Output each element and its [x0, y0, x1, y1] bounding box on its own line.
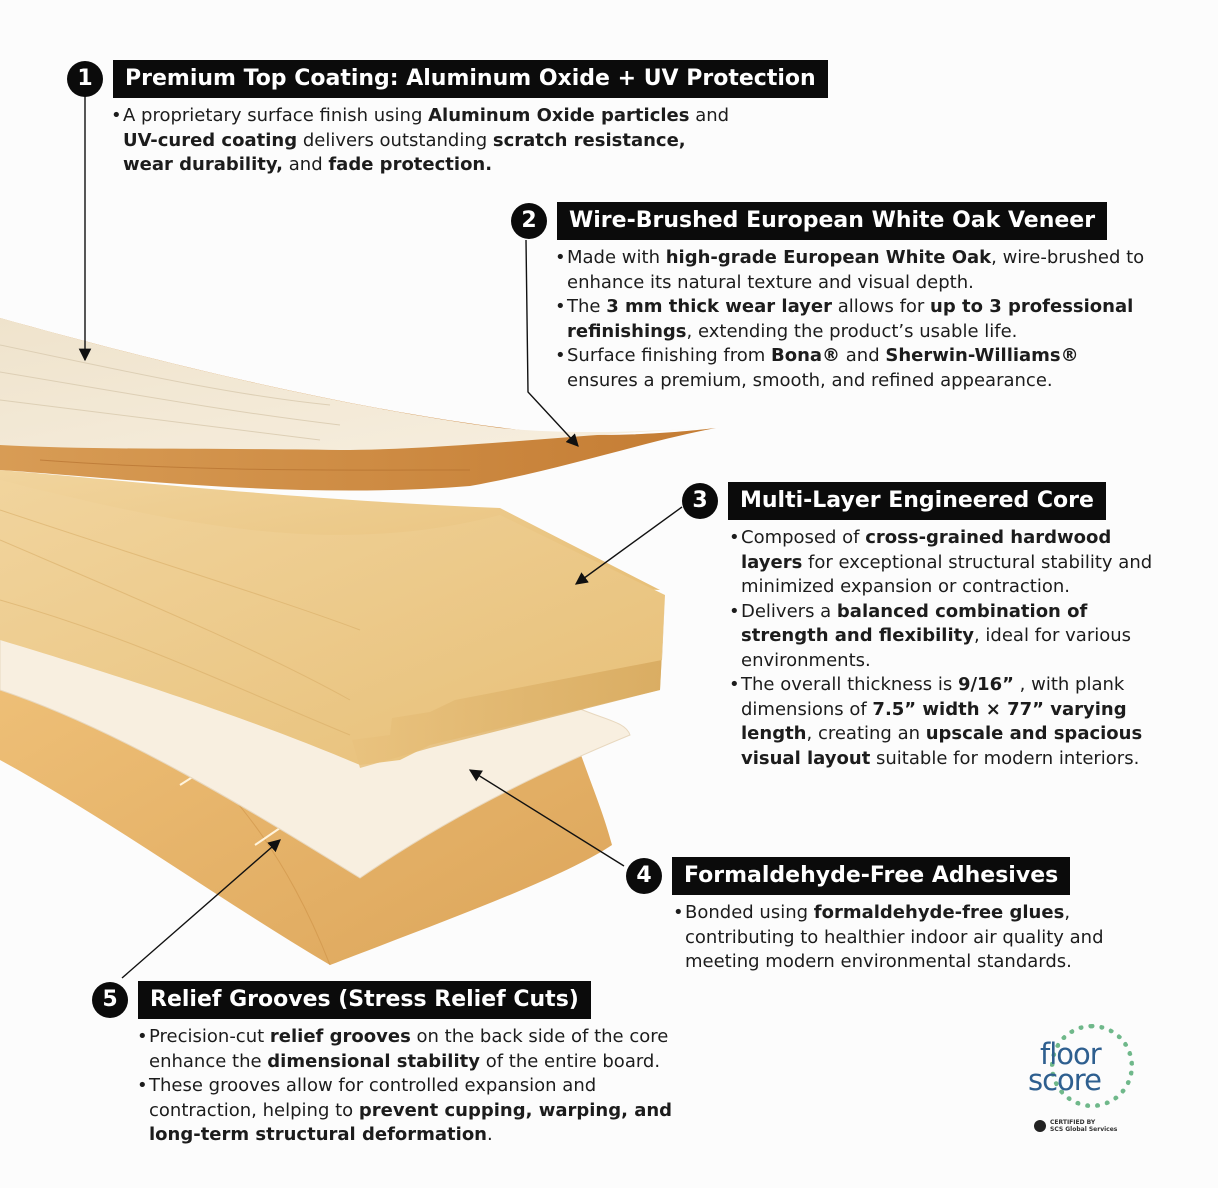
- logo-cert-line2: SCS Global Services: [1050, 1126, 1118, 1133]
- bullet-text: The overall thickness is: [741, 674, 958, 695]
- logo-word-floor: floor: [1040, 1037, 1102, 1071]
- logo-word-score: score: [1028, 1063, 1102, 1097]
- bullet-text: , creating an: [806, 723, 926, 744]
- bullet-item: Surface finishing from Bona® and Sherwin…: [555, 344, 1155, 393]
- bullet-text: , with plank dimensions of: [741, 674, 1125, 720]
- section-top-coating: 1 Premium Top Coating: Aluminum Oxide + …: [67, 60, 828, 178]
- logo-certification: CERTIFIED BY SCS Global Services: [1034, 1119, 1117, 1133]
- bullet-emphasis: scratch resistance, wear durability,: [123, 129, 686, 176]
- callout-arrows: [78, 96, 683, 979]
- floorscore-logo: floor score CERTIFIED BY SCS Global Serv…: [1018, 1022, 1142, 1138]
- bullet-text: , extending the product’s usable life.: [686, 320, 1018, 342]
- bullet-text: on the back side of the core enhance the: [149, 1026, 669, 1072]
- bullet-list: Composed of cross-grained hardwood layer…: [729, 526, 1159, 771]
- bullet-text: of the entire board.: [479, 1050, 661, 1072]
- bullet-text: , contributing to healthier indoor air q…: [685, 902, 1104, 972]
- logo-dot-ring: [1050, 1024, 1134, 1108]
- bullet-text: , wire-brushed to enhance its natural te…: [567, 247, 1145, 293]
- bullet-item: The overall thickness is 9/16” , with pl…: [729, 673, 1159, 771]
- bullet-text: and: [283, 154, 329, 175]
- section-veneer: 2 Wire-Brushed European White Oak Veneer…: [511, 202, 1155, 393]
- bullet-text: , ideal for various environments.: [741, 625, 1132, 671]
- bullet-text: and: [689, 105, 730, 126]
- callout-arrow-2: [525, 239, 579, 447]
- step-badge-1: 1: [67, 61, 103, 97]
- logo-cert-line1: CERTIFIED BY: [1050, 1119, 1096, 1126]
- bullet-text: Surface finishing from: [567, 345, 771, 366]
- bullet-emphasis: relief grooves: [269, 1026, 411, 1047]
- bullet-text: The: [567, 296, 607, 317]
- section-relief-grooves: 5 Relief Grooves (Stress Relief Cuts) Pr…: [92, 981, 677, 1148]
- bullet-text: Made with: [567, 247, 666, 268]
- section-title-veneer: Wire-Brushed European White Oak Veneer: [557, 202, 1108, 240]
- bullet-text: suitable for modern interiors.: [870, 747, 1140, 769]
- bullet-emphasis: cross-grained hardwood layers: [741, 527, 1112, 573]
- bullet-text: Precision-cut: [149, 1026, 270, 1047]
- bullet-text: Composed of: [741, 527, 866, 548]
- bullet-text: .: [487, 1124, 493, 1145]
- section-title-top-coating: Premium Top Coating: Aluminum Oxide + UV…: [113, 60, 828, 98]
- bullet-item: These grooves allow for controlled expan…: [137, 1074, 677, 1148]
- bullet-emphasis: 9/16”: [957, 674, 1014, 695]
- step-badge-3: 3: [682, 483, 718, 519]
- section-title-adhesives: Formaldehyde-Free Adhesives: [672, 857, 1071, 895]
- bullet-emphasis: formaldehyde-free glues: [813, 902, 1065, 923]
- bullet-emphasis: up to 3 professional refinishings: [567, 296, 1134, 342]
- bullet-emphasis: dimensional stability: [267, 1050, 480, 1072]
- bullet-text: ensures a premium, smooth, and refined a…: [567, 369, 1053, 391]
- bullet-list: Made with high-grade European White Oak,…: [555, 246, 1155, 393]
- bullet-emphasis: high-grade European White Oak: [665, 247, 992, 268]
- bullet-item: The 3 mm thick wear layer allows for up …: [555, 295, 1155, 344]
- bullet-text: for exceptional structural stability and…: [741, 551, 1153, 598]
- bullet-text: Delivers a: [741, 600, 837, 622]
- bullet-list: A proprietary surface finish using Alumi…: [111, 104, 731, 178]
- bullet-item: Bonded using formaldehyde-free glues, co…: [673, 901, 1123, 975]
- bullet-emphasis: upscale and spacious visual layout: [741, 723, 1143, 769]
- bullet-emphasis: Aluminum Oxide particles: [428, 105, 690, 126]
- section-engineered-core: 3 Multi-Layer Engineered Core Composed o…: [682, 482, 1159, 771]
- callout-arrow-5: [121, 839, 281, 979]
- bullet-emphasis: balanced combination of strength and fle…: [741, 600, 1088, 647]
- step-badge-4: 4: [626, 858, 662, 894]
- scs-seal-icon: [1034, 1120, 1046, 1132]
- bullet-list: Bonded using formaldehyde-free glues, co…: [673, 901, 1123, 975]
- bullet-emphasis: Bona®: [771, 345, 841, 366]
- bullet-item: Composed of cross-grained hardwood layer…: [729, 526, 1159, 600]
- callout-arrow-3: [574, 506, 683, 585]
- engineered-core-layer: [0, 470, 665, 768]
- bullet-emphasis: fade protection.: [328, 154, 493, 175]
- bullet-text: These grooves allow for controlled expan…: [149, 1075, 597, 1121]
- veneer-layer: [0, 318, 716, 491]
- bullet-text: A proprietary surface finish using: [123, 105, 429, 126]
- bullet-emphasis: 3 mm thick wear layer: [606, 296, 832, 317]
- bullet-text: delivers outstanding: [297, 129, 493, 151]
- step-badge-2: 2: [511, 203, 547, 239]
- bullet-text: Bonded using: [685, 902, 814, 923]
- callout-arrow-4: [468, 769, 625, 867]
- bullet-text: and: [840, 345, 886, 366]
- bullet-item: Precision-cut relief grooves on the back…: [137, 1025, 677, 1074]
- bullet-text: allows for: [831, 296, 931, 317]
- bullet-emphasis: 7.5” width × 77” varying length: [741, 698, 1127, 745]
- bullet-emphasis: prevent cupping, warping, and long-term …: [149, 1099, 673, 1146]
- section-title-engineered-core: Multi-Layer Engineered Core: [728, 482, 1106, 520]
- bullet-item: A proprietary surface finish using Alumi…: [111, 104, 731, 178]
- bullet-item: Delivers a balanced combination of stren…: [729, 600, 1159, 674]
- bullet-emphasis: Sherwin-Williams®: [885, 345, 1079, 366]
- section-adhesives: 4 Formaldehyde-Free Adhesives Bonded usi…: [626, 857, 1123, 975]
- step-badge-5: 5: [92, 982, 128, 1018]
- section-title-relief-grooves: Relief Grooves (Stress Relief Cuts): [138, 981, 591, 1019]
- bullet-item: Made with high-grade European White Oak,…: [555, 246, 1155, 295]
- bullet-emphasis: UV-cured coating: [123, 129, 298, 151]
- bullet-list: Precision-cut relief grooves on the back…: [137, 1025, 677, 1148]
